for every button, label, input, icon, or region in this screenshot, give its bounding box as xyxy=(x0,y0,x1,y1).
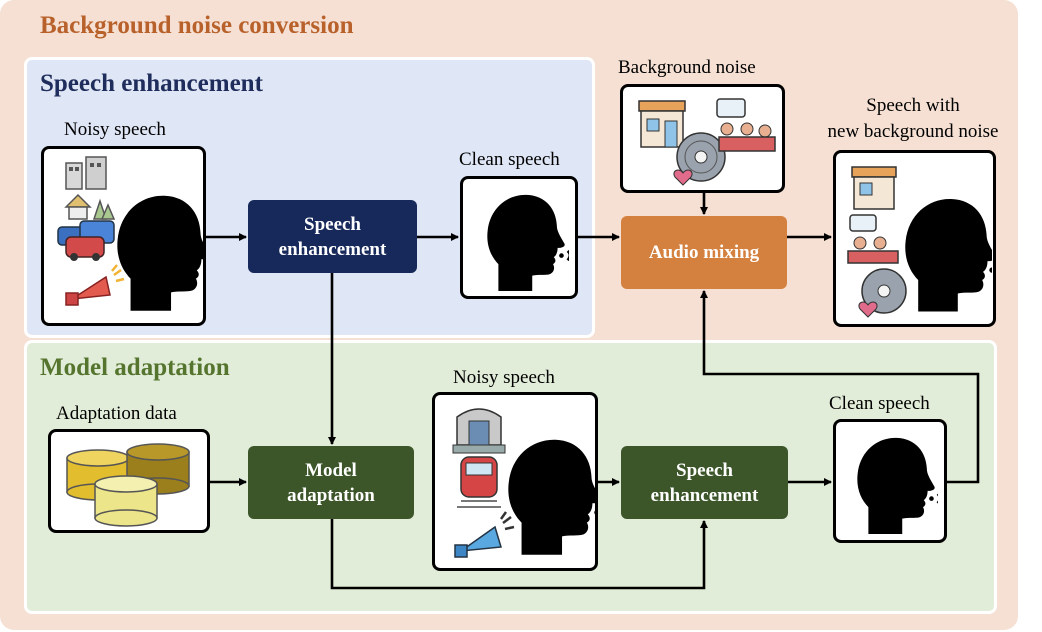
buildings-icon xyxy=(64,156,116,220)
background-noise-image xyxy=(620,84,785,193)
train-icon xyxy=(457,456,501,508)
clean-speech-caption-top: Clean speech xyxy=(459,149,560,170)
arrow-model-adaptation-to-se-bottom xyxy=(330,519,708,590)
background-noise-caption: Background noise xyxy=(618,57,756,78)
megaphone-icon xyxy=(65,264,125,306)
shop-icon xyxy=(851,166,897,210)
speech-with-new-background-noise-caption: Speech with new background noise xyxy=(827,95,999,142)
audio-mixing-box: Audio mixing xyxy=(621,216,787,289)
outer-title: Background noise conversion xyxy=(40,12,354,39)
noisy-speech-caption-top: Noisy speech xyxy=(64,119,166,140)
speech-enhancement-box-top: Speech enhancement xyxy=(248,200,417,273)
clean-speech-image-top xyxy=(460,176,578,299)
vinyl-record-icon xyxy=(673,132,726,186)
station-icon xyxy=(452,408,506,454)
megaphone-icon xyxy=(454,511,515,558)
chat-people-icon xyxy=(716,98,776,152)
clean-speech-image-bottom xyxy=(833,419,947,543)
clean-speech-caption-bottom: Clean speech xyxy=(829,393,930,414)
noisy-speech-image-bottom xyxy=(432,392,598,571)
adaptation-data-caption: Adaptation data xyxy=(56,403,177,424)
model-adaptation-box: Model adaptation xyxy=(248,446,414,519)
speech-enhancement-box-bottom: Speech enhancement xyxy=(621,446,788,519)
chat-people-icon xyxy=(847,214,899,264)
noisy-speech-image-top xyxy=(41,146,206,326)
vinyl-record-icon xyxy=(858,268,907,318)
speech-with-new-background-noise-image xyxy=(833,150,996,327)
model-adaptation-title: Model adaptation xyxy=(40,354,230,381)
speech-enhancement-title: Speech enhancement xyxy=(40,70,263,97)
adaptation-data-image xyxy=(48,429,210,533)
cars-icon xyxy=(57,220,115,261)
noisy-speech-caption-bottom: Noisy speech xyxy=(453,367,555,388)
database-cylinders-icon xyxy=(66,443,190,527)
shop-icon xyxy=(638,100,686,148)
arrow-clean-to-mixing-loop xyxy=(700,290,980,484)
